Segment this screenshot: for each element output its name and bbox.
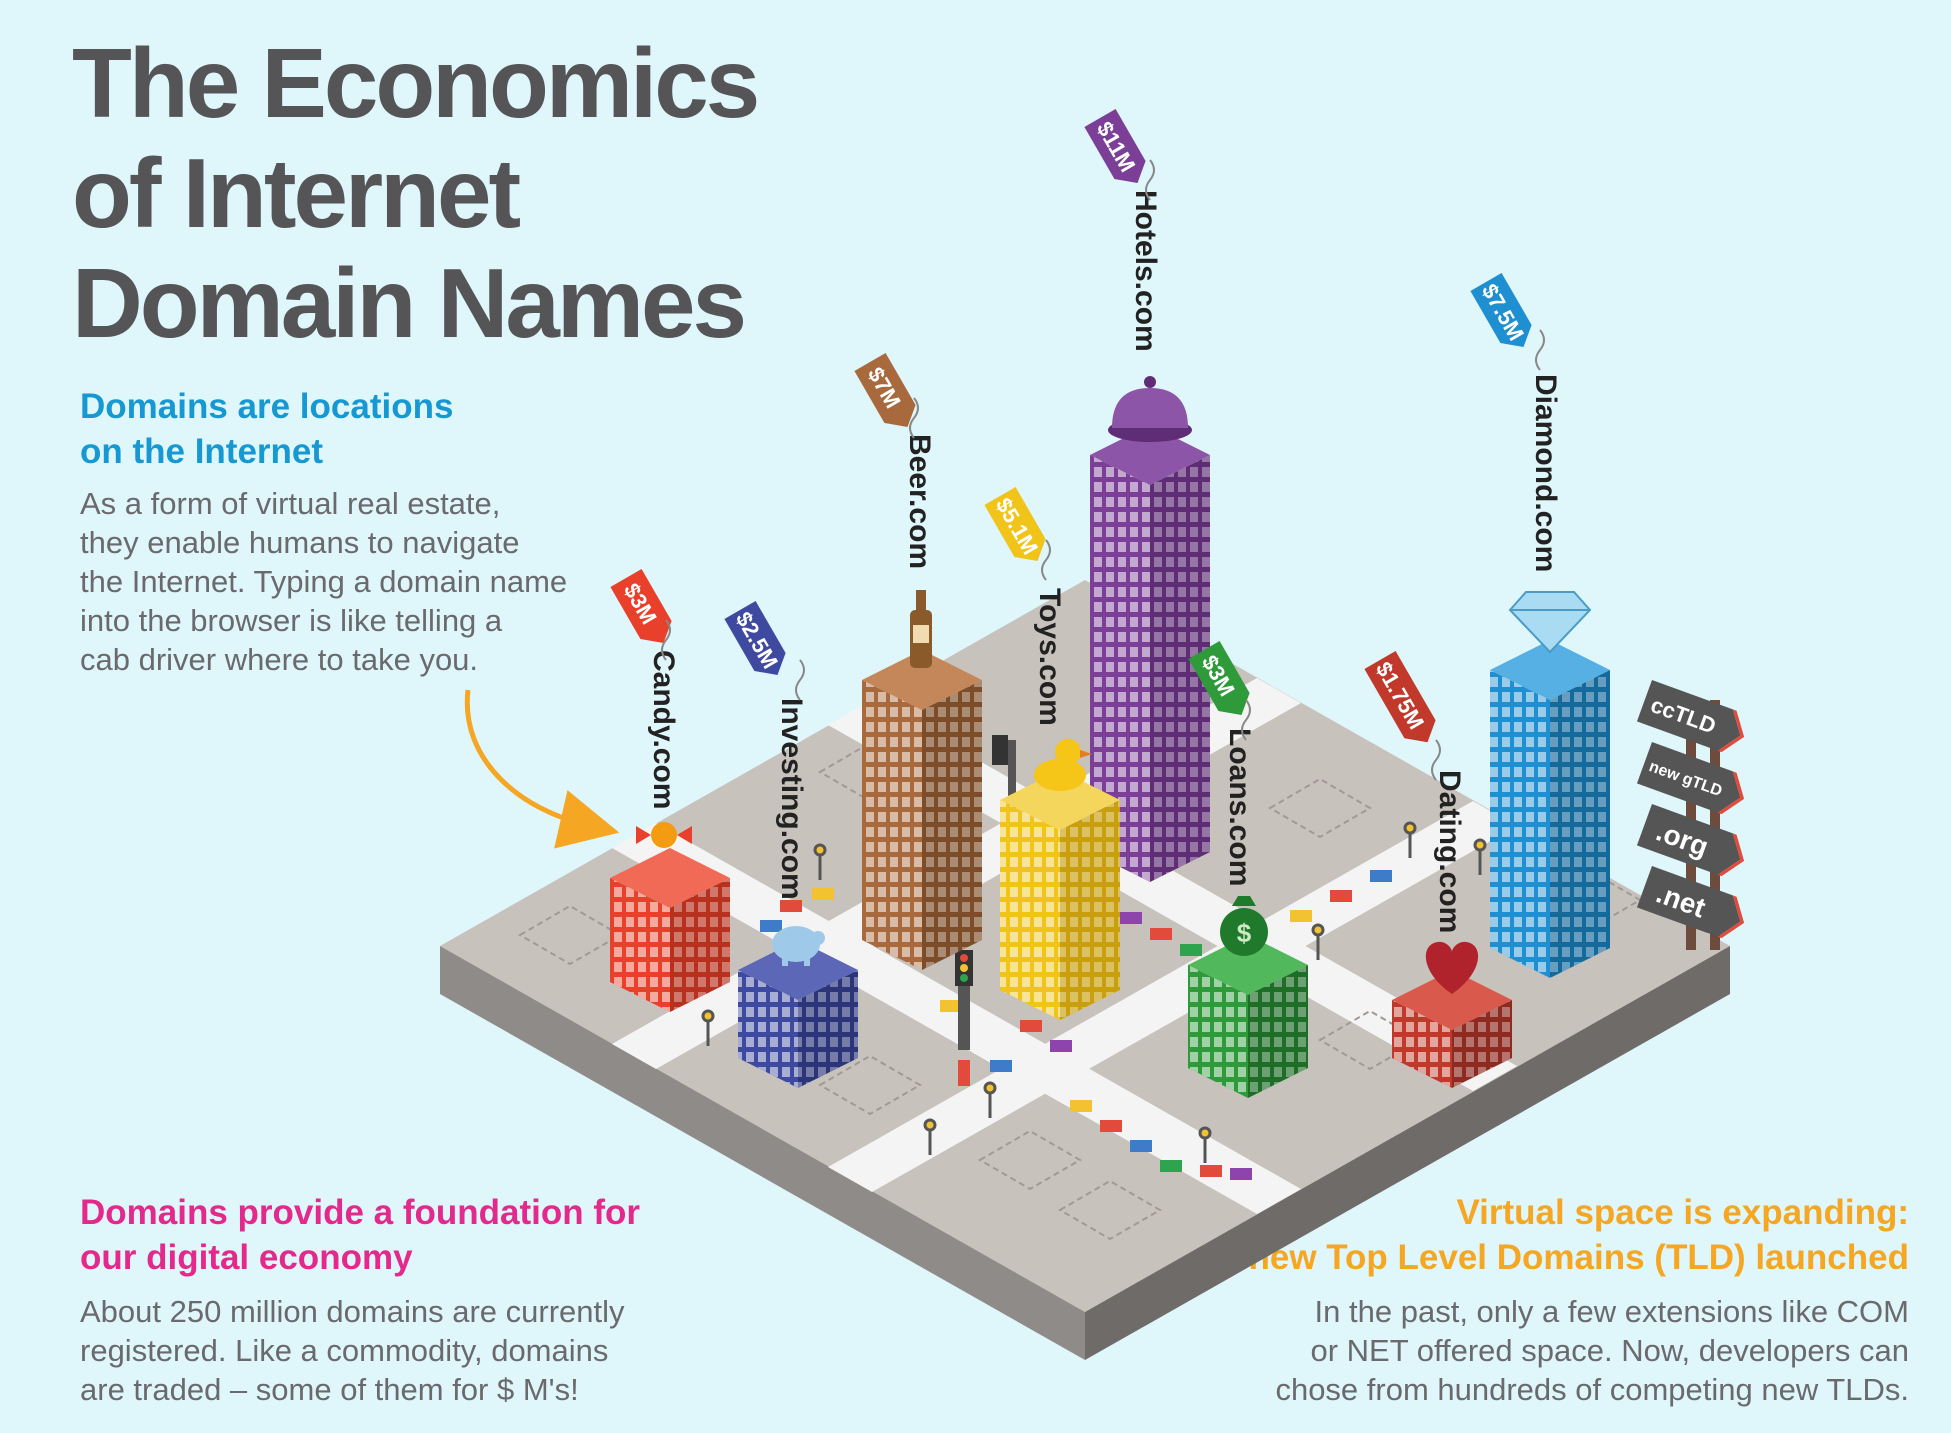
section-economy-body: About 250 million domains are currently … [80, 1292, 625, 1409]
heading-line: Domains are locations [80, 387, 454, 426]
domain-label-toys: Toys.com [1033, 588, 1066, 726]
title-line-3: Domain Names [72, 248, 747, 358]
domain-label-investing: Investing.com [775, 698, 808, 900]
heart-icon [1425, 941, 1479, 994]
domain-label-loans: Loans.com [1223, 728, 1256, 886]
traffic-cars [760, 870, 1392, 1180]
svg-text:$: $ [1237, 918, 1252, 948]
heading-line: Virtual space is expanding: [1456, 1193, 1909, 1232]
tag-diamond: $7.5M [1470, 273, 1532, 347]
heading-line: our digital economy [80, 1238, 413, 1277]
tld-signpost: ccTLD new gTLD .org .net [1636, 680, 1745, 950]
tag-hotels: $11M [1084, 109, 1146, 183]
domain-label-dating: Dating.com [1433, 770, 1466, 933]
body-line: registered. Like a commodity, domains [80, 1333, 609, 1368]
section-tld-heading: Virtual space is expanding: new Top Leve… [1248, 1190, 1909, 1280]
tag-investing: $2.5M [724, 601, 786, 675]
section-locations-heading: Domains are locations on the Internet [80, 384, 453, 474]
building-diamond [1490, 591, 1610, 978]
money-bag-icon: $ [1220, 896, 1268, 956]
tag-toys: $5.1M [984, 487, 1046, 561]
service-bell-icon [1108, 376, 1192, 442]
domain-label-diamond: Diamond.com [1529, 374, 1562, 572]
body-line: they enable humans to navigate [80, 525, 520, 560]
body-line: cab driver where to take you. [80, 642, 479, 677]
heading-line: on the Internet [80, 432, 324, 471]
page-title: The Economics of Internet Domain Names [72, 28, 772, 358]
building-hotels [1090, 376, 1210, 882]
title-line-1: The Economics [72, 28, 760, 138]
candy-icon [636, 822, 692, 848]
tag-candy: $3M [610, 569, 672, 643]
building-dating [1392, 941, 1512, 1088]
section-locations-body: As a form of virtual real estate, they e… [80, 484, 567, 679]
bollards [958, 1060, 970, 1086]
beer-bottle-icon [910, 590, 932, 668]
body-line: About 250 million domains are currently [80, 1294, 625, 1329]
body-line: the Internet. Typing a domain name [80, 564, 568, 599]
pointer-arrow [464, 689, 620, 849]
heading-line: Domains provide a foundation for [80, 1193, 641, 1232]
building-toys [1000, 739, 1120, 1020]
piggy-bank-icon [772, 926, 825, 966]
tag-strings [661, 159, 1545, 781]
section-economy-heading: Domains provide a foundation for our dig… [80, 1190, 640, 1280]
street-lamps [701, 821, 1487, 1163]
building-beer [862, 590, 982, 970]
tag-beer: $7M [854, 353, 916, 427]
section-tld-body: In the past, only a few extensions like … [1275, 1292, 1909, 1409]
domain-label-beer: Beer.com [903, 434, 936, 569]
building-loans: $ [1188, 896, 1308, 1098]
body-line: As a form of virtual real estate, [80, 486, 501, 521]
building-candy [610, 822, 730, 1012]
tag-dating: $1.75M [1364, 651, 1436, 743]
body-line: chose from hundreds of competing new TLD… [1275, 1372, 1909, 1407]
domain-label-hotels: Hotels.com [1129, 190, 1162, 352]
body-line: into the browser is like telling a [80, 603, 503, 638]
traffic-lights [955, 735, 1016, 1050]
diamond-icon [1508, 591, 1592, 654]
title-line-2: of Internet [72, 138, 521, 248]
domain-label-candy: Candy.com [647, 650, 680, 809]
body-line: are traded – some of them for $ M's! [80, 1372, 579, 1407]
building-investing [738, 926, 858, 1088]
rubber-duck-icon [1034, 739, 1092, 791]
body-line: or NET offered space. Now, developers ca… [1310, 1333, 1909, 1368]
body-line: In the past, only a few extensions like … [1314, 1294, 1909, 1329]
heading-line: new Top Level Domains (TLD) launched [1248, 1238, 1909, 1277]
